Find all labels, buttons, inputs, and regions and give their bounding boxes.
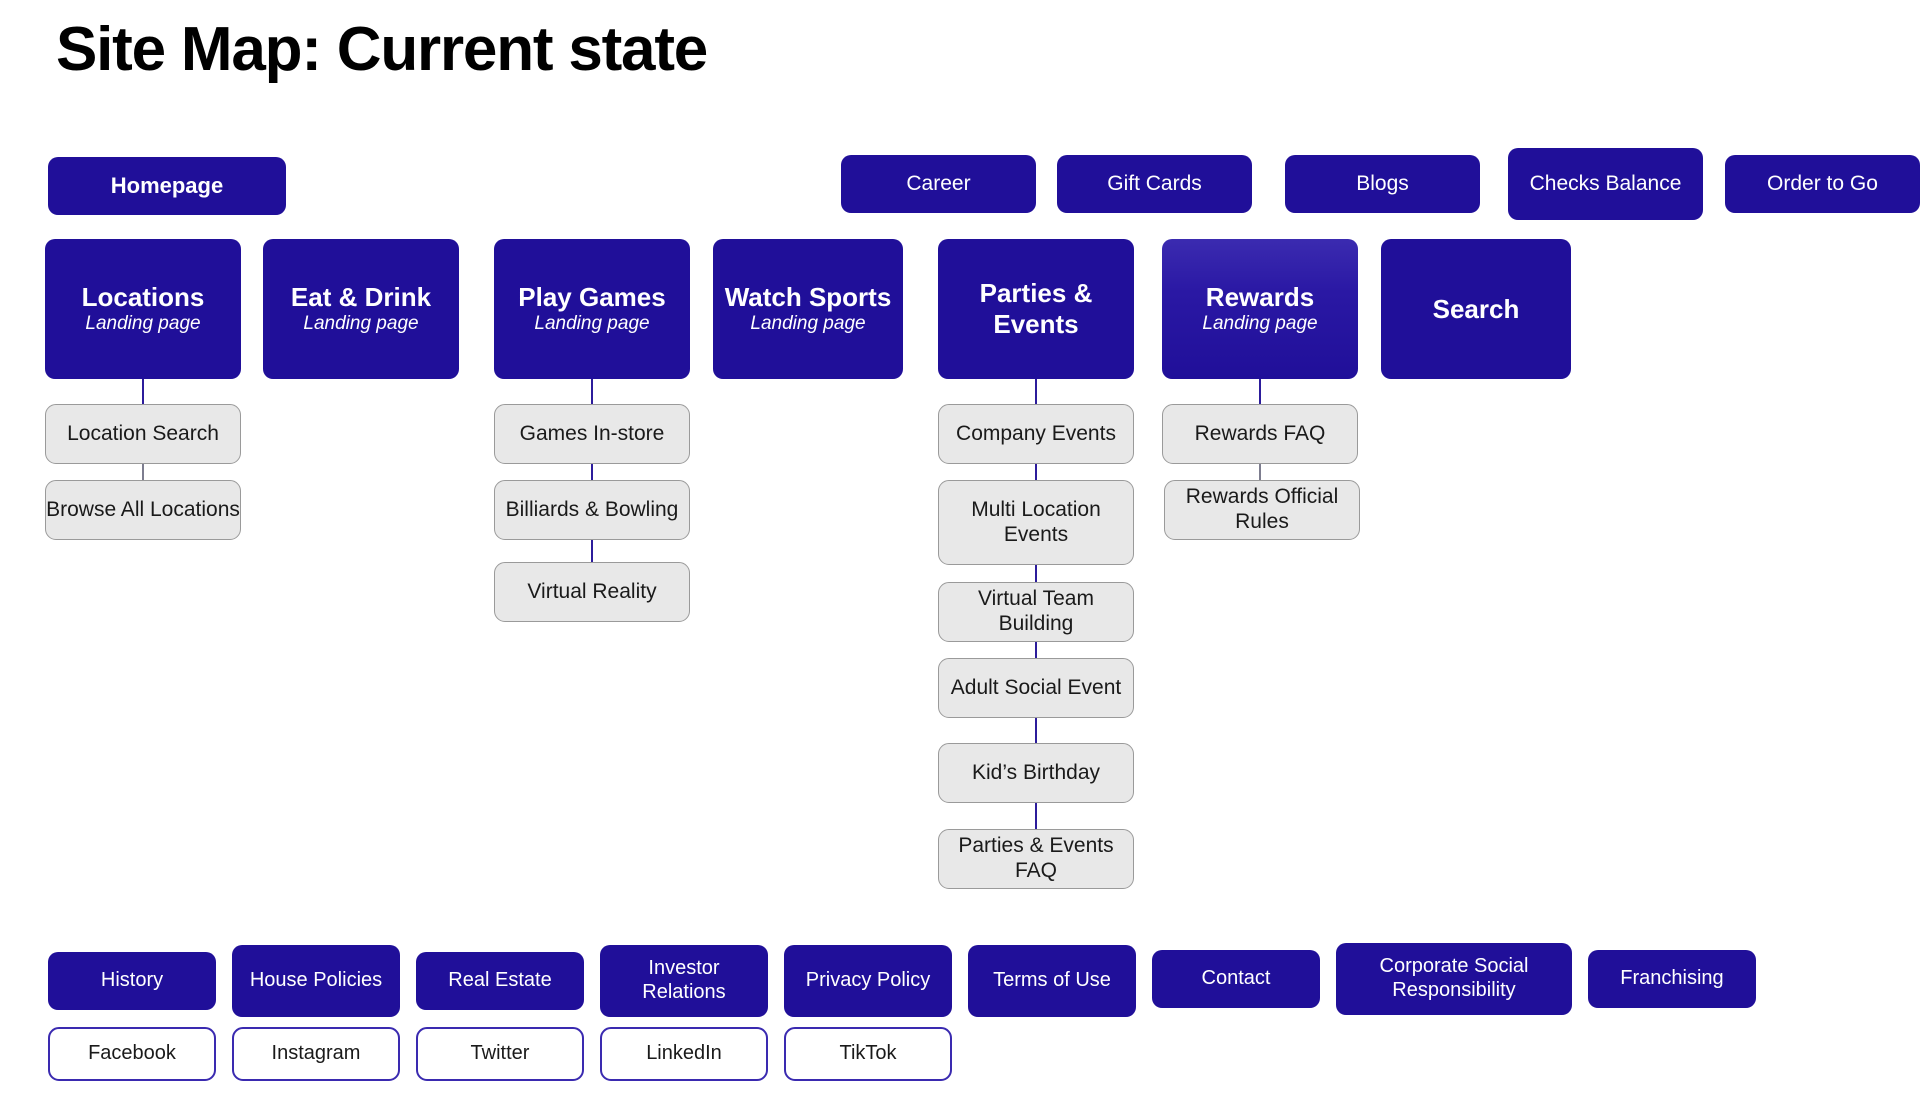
node-title: Play Games xyxy=(518,282,666,313)
node-label: Adult Social Event xyxy=(950,675,1122,699)
footer-link-privacy-policy[interactable]: Privacy Policy xyxy=(784,945,952,1017)
node-label: Investor Relations xyxy=(642,957,726,1003)
node-label: Twitter xyxy=(470,1042,530,1065)
node-rewards-official-rules[interactable]: Rewards Official Rules xyxy=(1164,480,1360,540)
node-subtitle: Landing page xyxy=(534,313,650,335)
node-adult-social-event[interactable]: Adult Social Event xyxy=(938,658,1134,718)
node-label: Browse All Locations xyxy=(46,497,240,521)
node-title: Eat & Drink xyxy=(290,282,432,313)
footer-link-contact[interactable]: Contact xyxy=(1152,950,1320,1008)
node-label: Order to Go xyxy=(1767,171,1878,195)
node-parties-events-faq[interactable]: Parties & Events FAQ xyxy=(938,829,1134,889)
node-title: Watch Sports xyxy=(724,282,892,313)
node-label: Rewards Official Rules xyxy=(1185,485,1339,533)
node-kids-birthday[interactable]: Kid’s Birthday xyxy=(938,743,1134,803)
node-parties-and-events[interactable]: Parties & Events xyxy=(938,239,1134,379)
footer-link-corporate-social-responsibility[interactable]: Corporate Social Responsibility xyxy=(1336,943,1572,1015)
node-label: Real Estate xyxy=(448,969,552,992)
node-billiards-and-bowling[interactable]: Billiards & Bowling xyxy=(494,480,690,540)
node-rewards[interactable]: Rewards Landing page xyxy=(1162,239,1358,379)
node-label: Multi Location Events xyxy=(971,497,1101,546)
node-multi-location-events[interactable]: Multi Location Events xyxy=(938,480,1134,565)
connector xyxy=(591,540,593,562)
footer-link-history[interactable]: History xyxy=(48,952,216,1010)
node-play-games[interactable]: Play Games Landing page xyxy=(494,239,690,379)
node-blogs[interactable]: Blogs xyxy=(1285,155,1480,213)
node-label: Blogs xyxy=(1356,171,1409,195)
node-locations[interactable]: Locations Landing page xyxy=(45,239,241,379)
node-label: Career xyxy=(906,171,971,195)
footer-link-terms-of-use[interactable]: Terms of Use xyxy=(968,945,1136,1017)
connector xyxy=(1035,642,1037,658)
connector xyxy=(591,464,593,480)
node-label: Privacy Policy xyxy=(805,969,931,992)
node-location-search[interactable]: Location Search xyxy=(45,404,241,464)
node-career[interactable]: Career xyxy=(841,155,1036,213)
connector xyxy=(1035,718,1037,743)
footer-link-franchising[interactable]: Franchising xyxy=(1588,950,1756,1008)
node-order-to-go[interactable]: Order to Go xyxy=(1725,155,1920,213)
node-virtual-team-building[interactable]: Virtual Team Building xyxy=(938,582,1134,642)
node-rewards-faq[interactable]: Rewards FAQ xyxy=(1162,404,1358,464)
node-label: Location Search xyxy=(67,421,219,445)
node-title: Search xyxy=(1432,293,1520,324)
node-games-in-store[interactable]: Games In-store xyxy=(494,404,690,464)
node-subtitle: Landing page xyxy=(750,313,866,335)
connector xyxy=(142,464,144,480)
node-label: Gift Cards xyxy=(1107,171,1202,195)
node-label: History xyxy=(100,969,164,992)
node-subtitle: Landing page xyxy=(303,313,419,335)
node-title: Rewards xyxy=(1205,282,1315,313)
connector xyxy=(1259,464,1261,480)
node-label: Rewards FAQ xyxy=(1194,421,1326,445)
node-title: Parties & Events xyxy=(979,278,1093,339)
social-link-linkedin[interactable]: LinkedIn xyxy=(600,1027,768,1081)
social-link-instagram[interactable]: Instagram xyxy=(232,1027,400,1081)
node-label: Kid’s Birthday xyxy=(971,760,1100,784)
node-label: Billiards & Bowling xyxy=(505,497,679,521)
footer-link-investor-relations[interactable]: Investor Relations xyxy=(600,945,768,1017)
node-label: Parties & Events FAQ xyxy=(958,834,1114,882)
node-label: Company Events xyxy=(956,421,1116,445)
connector xyxy=(1035,464,1037,480)
node-subtitle: Landing page xyxy=(1202,313,1318,335)
connector xyxy=(142,379,144,404)
connector xyxy=(1035,803,1037,829)
social-link-twitter[interactable]: Twitter xyxy=(416,1027,584,1081)
node-search[interactable]: Search xyxy=(1381,239,1571,379)
node-label: TikTok xyxy=(839,1042,897,1065)
node-subtitle: Landing page xyxy=(85,313,201,335)
node-homepage[interactable]: Homepage xyxy=(48,157,286,215)
node-checks-balance[interactable]: Checks Balance xyxy=(1508,148,1703,220)
connector xyxy=(1035,565,1037,582)
node-label: Homepage xyxy=(110,173,224,199)
node-gift-cards[interactable]: Gift Cards xyxy=(1057,155,1252,213)
social-link-tiktok[interactable]: TikTok xyxy=(784,1027,952,1081)
node-label: Terms of Use xyxy=(993,969,1111,992)
node-label: Corporate Social Responsibility xyxy=(1379,955,1529,1001)
node-label: Games In-store xyxy=(519,421,665,445)
node-company-events[interactable]: Company Events xyxy=(938,404,1134,464)
connector xyxy=(1035,379,1037,404)
node-browse-all-locations[interactable]: Browse All Locations xyxy=(45,480,241,540)
node-label: Franchising xyxy=(1620,967,1724,990)
node-label: Facebook xyxy=(88,1042,176,1065)
node-virtual-reality[interactable]: Virtual Reality xyxy=(494,562,690,622)
footer-link-real-estate[interactable]: Real Estate xyxy=(416,952,584,1010)
node-label: LinkedIn xyxy=(646,1042,722,1065)
node-label: Checks Balance xyxy=(1529,171,1682,195)
node-label: Instagram xyxy=(271,1042,361,1065)
node-label: Virtual Team Building xyxy=(978,587,1094,635)
social-link-facebook[interactable]: Facebook xyxy=(48,1027,216,1081)
node-label: Contact xyxy=(1201,967,1271,990)
page-title: Site Map: Current state xyxy=(56,15,708,84)
node-eat-and-drink[interactable]: Eat & Drink Landing page xyxy=(263,239,459,379)
connector xyxy=(1259,379,1261,404)
footer-link-house-policies[interactable]: House Policies xyxy=(232,945,400,1017)
node-title: Locations xyxy=(81,282,205,313)
node-label: Virtual Reality xyxy=(527,579,657,603)
node-label: House Policies xyxy=(249,969,383,992)
node-watch-sports[interactable]: Watch Sports Landing page xyxy=(713,239,903,379)
connector xyxy=(591,379,593,404)
